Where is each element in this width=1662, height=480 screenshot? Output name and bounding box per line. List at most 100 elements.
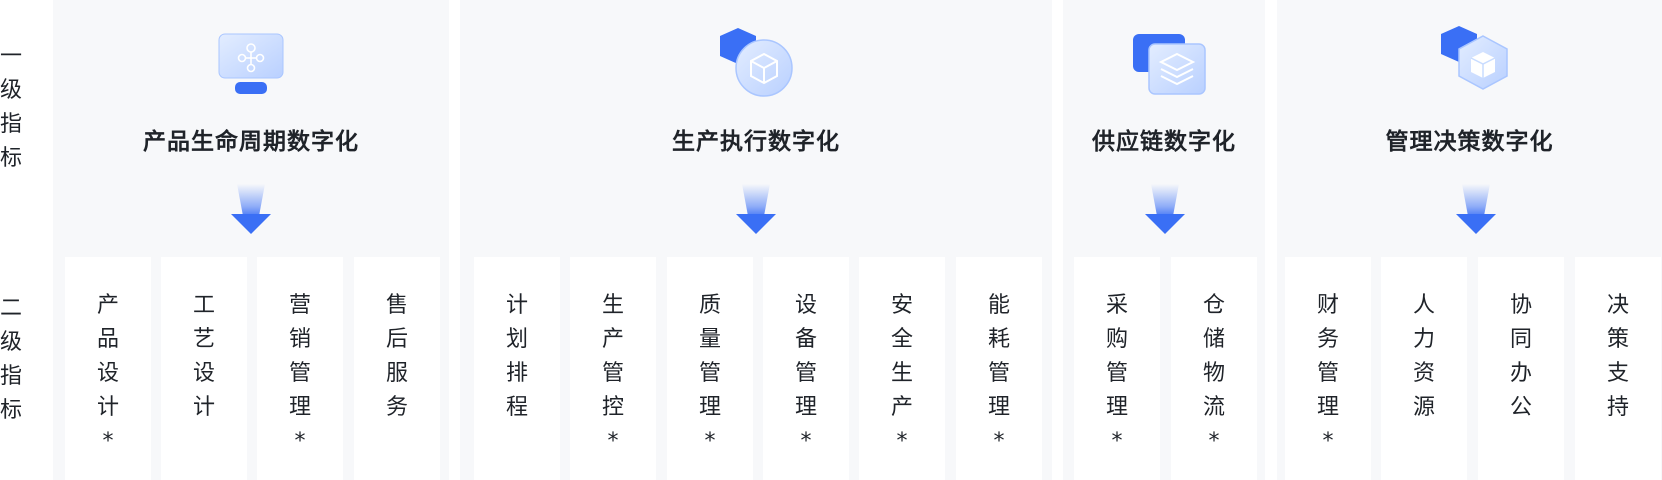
card-char: *	[1322, 429, 1334, 454]
card-char: *	[1208, 429, 1220, 454]
card-char: 计	[96, 395, 119, 420]
section-title: 生产执行数字化	[672, 129, 840, 155]
card-char: 耗	[987, 327, 1010, 352]
card-char: 理	[1316, 395, 1339, 420]
row-label-char: 指	[0, 112, 23, 137]
row-label-char: 标	[0, 146, 23, 171]
card-char: 理	[987, 395, 1010, 420]
card-equipment-management: 设 备 管 理 *	[763, 257, 849, 480]
card-char: 办	[1509, 361, 1532, 386]
card-char: 公	[1509, 395, 1532, 420]
arrow-down-icon	[1454, 184, 1498, 236]
card-char: 物	[1202, 361, 1225, 386]
card-char: 管	[1105, 361, 1128, 386]
card-char: 产	[890, 395, 913, 420]
arrow-down-icon	[229, 184, 273, 236]
card-char: 理	[288, 395, 311, 420]
card-char: 后	[385, 327, 408, 352]
row-label-char: 级	[0, 330, 23, 355]
card-char: 管	[601, 361, 624, 386]
card-char: 仓	[1202, 293, 1225, 318]
card-decision-support: 决 策 支 持	[1575, 257, 1661, 480]
card-after-sales-service: 售 后 服 务	[354, 257, 440, 480]
card-char: 管	[698, 361, 721, 386]
card-char: *	[993, 429, 1005, 454]
card-char: 设	[192, 361, 215, 386]
row-label-char: 标	[0, 398, 23, 423]
card-char: 安	[890, 293, 913, 318]
card-char: 售	[385, 293, 408, 318]
card-safety-production: 安 全 生 产 *	[859, 257, 945, 480]
card-char: 管	[794, 361, 817, 386]
card-char: 服	[385, 361, 408, 386]
card-char: 管	[987, 361, 1010, 386]
card-char: 支	[1606, 361, 1629, 386]
card-char: 计	[192, 395, 215, 420]
card-char: 工	[192, 293, 215, 318]
monitor-network-icon	[211, 24, 291, 100]
card-char: 理	[698, 395, 721, 420]
section-title: 产品生命周期数字化	[143, 129, 359, 155]
card-char: 协	[1509, 293, 1532, 318]
row-label-char: 级	[0, 78, 23, 103]
card-char: 排	[505, 361, 528, 386]
card-char: 备	[794, 327, 817, 352]
card-procurement-management: 采 购 管 理 *	[1074, 257, 1160, 480]
card-human-resources: 人 力 资 源	[1381, 257, 1467, 480]
card-char: 艺	[192, 327, 215, 352]
card-char: 购	[1105, 327, 1128, 352]
card-char: 财	[1316, 293, 1339, 318]
card-char: 源	[1412, 395, 1435, 420]
card-char: 生	[601, 293, 624, 318]
card-char: *	[294, 429, 306, 454]
section-management-decision: 管理决策数字化 财 务 管 理 * 人 力 资 源 协 同 办 公	[1277, 0, 1662, 480]
card-char: 控	[601, 395, 624, 420]
card-char: *	[800, 429, 812, 454]
card-collaborative-office: 协 同 办 公	[1478, 257, 1564, 480]
card-char: 策	[1606, 327, 1629, 352]
card-char: 务	[385, 395, 408, 420]
cube-circle-icon	[716, 24, 796, 100]
card-char: 生	[890, 361, 913, 386]
card-char: 品	[96, 327, 119, 352]
card-char: 营	[288, 293, 311, 318]
arrow-down-icon	[734, 184, 778, 236]
card-financial-management: 财 务 管 理 *	[1285, 257, 1371, 480]
card-quality-management: 质 量 管 理 *	[667, 257, 753, 480]
card-char: *	[704, 429, 716, 454]
cube-hexagon-icon	[1437, 24, 1517, 100]
card-char: 务	[1316, 327, 1339, 352]
card-char: *	[1111, 429, 1123, 454]
card-product-design: 产 品 设 计 *	[65, 257, 151, 480]
card-char: *	[607, 429, 619, 454]
section-title: 供应链数字化	[1092, 129, 1236, 155]
card-char: 管	[1316, 361, 1339, 386]
card-char: 能	[987, 293, 1010, 318]
card-char: 采	[1105, 293, 1128, 318]
card-char: 决	[1606, 293, 1629, 318]
card-char: 理	[794, 395, 817, 420]
card-char: 设	[794, 293, 817, 318]
card-char: 资	[1412, 361, 1435, 386]
card-char: 质	[698, 293, 721, 318]
row-label-char: 二	[0, 296, 23, 321]
section-production-execution: 生产执行数字化 计 划 排 程 生 产 管 控 * 质 量 管 理 *	[460, 0, 1052, 480]
card-char: 全	[890, 327, 913, 352]
arrow-down-icon	[1143, 184, 1187, 236]
card-char: 产	[601, 327, 624, 352]
card-char: 储	[1202, 327, 1225, 352]
card-char: 量	[698, 327, 721, 352]
card-marketing-management: 营 销 管 理 *	[257, 257, 343, 480]
card-char: 划	[505, 327, 528, 352]
card-char: 理	[1105, 395, 1128, 420]
card-char: *	[102, 429, 114, 454]
first-level-indicator-label: 一 级 指 标	[0, 40, 22, 176]
card-char: 同	[1509, 327, 1532, 352]
card-char: 力	[1412, 327, 1435, 352]
card-energy-management: 能 耗 管 理 *	[956, 257, 1042, 480]
card-char: 流	[1202, 395, 1225, 420]
card-char: 持	[1606, 395, 1629, 420]
section-title: 管理决策数字化	[1385, 129, 1554, 155]
card-char: 计	[505, 293, 528, 318]
card-char: 人	[1412, 293, 1435, 318]
